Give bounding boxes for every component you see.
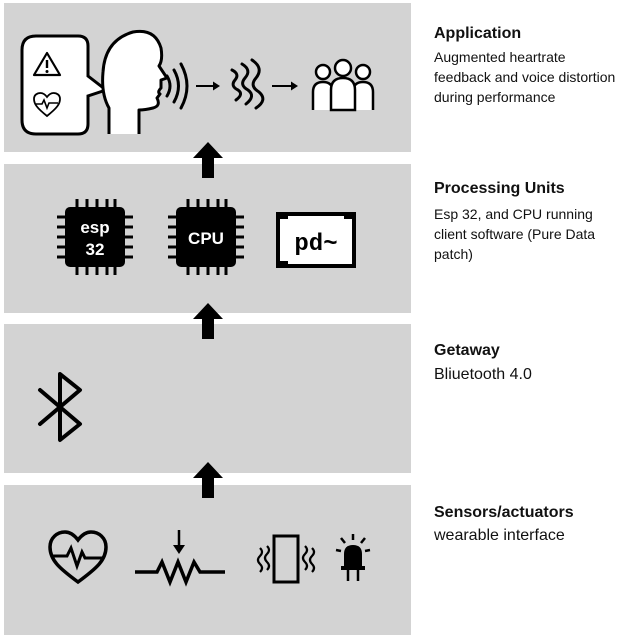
pure-data-label: pd~ (294, 231, 337, 258)
cpu-chip-label: CPU (188, 229, 224, 248)
esp-chip-label-1: esp (80, 218, 109, 237)
cpu-chip-icon: CPU (168, 199, 244, 275)
application-description: Augmented heartrate feedback and voice d… (434, 49, 616, 105)
distorted-waves-icon (230, 58, 265, 110)
gateway-label: Getaway Bliuetooth 4.0 (434, 341, 619, 386)
heart-rate-sensor-icon (48, 530, 108, 585)
application-label: Application Augmented heartrate feedback… (434, 24, 619, 107)
audience-icon (311, 58, 375, 112)
sensors-title: Sensors/actuators (434, 504, 574, 521)
processing-label: Processing Units Esp 32, and CPU running… (434, 179, 619, 264)
speaking-head-icon (101, 29, 169, 134)
gateway-title: Getaway (434, 342, 500, 359)
pure-data-icon: pd~ (276, 212, 356, 268)
right-arrow-icon (196, 81, 220, 91)
application-title: Application (434, 25, 522, 42)
sensors-label: Sensors/actuators wearable interface (434, 503, 619, 547)
sensors-layer (4, 485, 411, 635)
vibration-motor-icon (256, 534, 316, 584)
right-arrow-icon (272, 81, 298, 91)
sound-waves-icon (165, 62, 189, 110)
heartbeat-icon (33, 92, 61, 118)
up-arrow-icon (193, 303, 223, 339)
up-arrow-icon (193, 462, 223, 498)
led-icon (335, 534, 371, 581)
esp32-chip-icon: esp 32 (57, 199, 133, 275)
processing-description: Esp 32, and CPU running client software … (434, 206, 596, 262)
up-arrow-icon (193, 142, 223, 178)
processing-title: Processing Units (434, 180, 565, 197)
esp-chip-label-2: 32 (86, 240, 105, 259)
speech-bubble-icon (20, 34, 110, 136)
sensors-description: wearable interface (434, 527, 565, 544)
potentiometer-icon (135, 530, 225, 587)
bluetooth-icon (38, 372, 82, 442)
warning-icon (32, 51, 62, 77)
gateway-description: Bliuetooth 4.0 (434, 366, 532, 383)
